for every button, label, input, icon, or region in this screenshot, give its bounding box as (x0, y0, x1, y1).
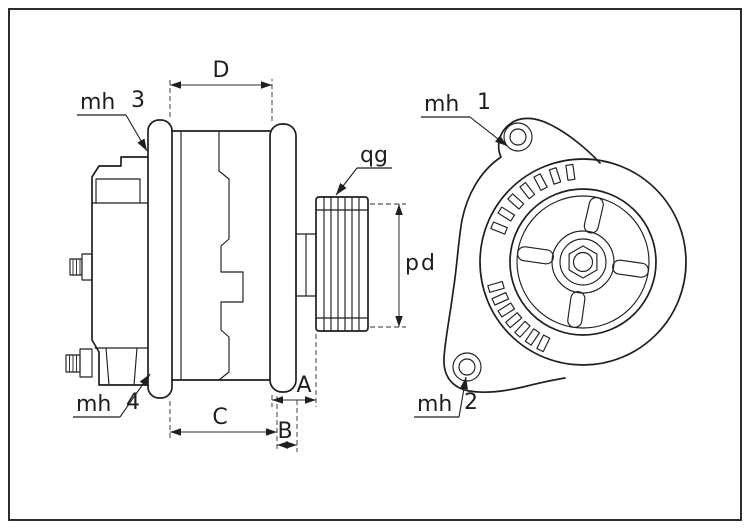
mounting-hole-bottom (452, 352, 482, 382)
callout-mh2: mh 2 (414, 376, 478, 418)
dimension-A: A (271, 334, 317, 407)
mh2-label: mh (417, 392, 452, 417)
mh4-label: mh (76, 392, 111, 417)
callout-mh3: mh 3 (77, 88, 148, 152)
bracket-outline (443, 117, 601, 394)
housing-body (171, 130, 271, 381)
qg-label: qg (360, 143, 388, 168)
fan-spokes (516, 196, 650, 329)
side-view (65, 119, 369, 399)
dim-label-A: A (296, 373, 311, 398)
mh1-label: mh (424, 92, 459, 117)
case-circle (479, 158, 687, 366)
shaft-spacer (295, 233, 317, 297)
dim-label-D: D (213, 58, 230, 83)
dimension-C: C (169, 396, 278, 452)
dimension-B: B (277, 400, 298, 452)
pulley-side (315, 196, 369, 332)
mh3-number: 3 (131, 88, 145, 113)
pulley-inner-circle (516, 195, 650, 329)
dimension-D: D (169, 58, 273, 121)
mh2-number: 2 (464, 390, 478, 415)
drawing-frame (8, 8, 742, 521)
pulley-outer-circle (509, 188, 657, 336)
terminal-stud-upper (69, 253, 93, 281)
callout-mh4: mh 4 (73, 373, 151, 418)
dim-label-B: B (277, 419, 292, 444)
front-view (443, 117, 687, 394)
terminal-stud-lower (65, 348, 93, 378)
mh1-number: 1 (477, 90, 491, 115)
dim-label-pd: pd (405, 251, 437, 276)
callout-mh1: mh 1 (421, 90, 508, 147)
mounting-hole-top (503, 122, 533, 152)
mounting-plate-front (269, 123, 297, 393)
hex-nut (568, 245, 598, 279)
mh3-label: mh (80, 90, 115, 115)
vent-slots (487, 163, 576, 353)
hub-nut (551, 230, 615, 294)
rear-housing-details (91, 178, 149, 386)
callout-labels: qg mh 3 mh 4 mh 1 mh 2 (73, 88, 508, 418)
mh4-number: 4 (126, 390, 140, 415)
mounting-plate-rear (147, 119, 173, 399)
dimension-pd: pd (370, 203, 437, 328)
pulley-grooves (323, 196, 360, 332)
rear-housing-outline (91, 156, 149, 386)
dim-label-C: C (212, 405, 227, 430)
callout-qg: qg (335, 143, 392, 196)
dimensions: D A C B pd (169, 58, 437, 452)
